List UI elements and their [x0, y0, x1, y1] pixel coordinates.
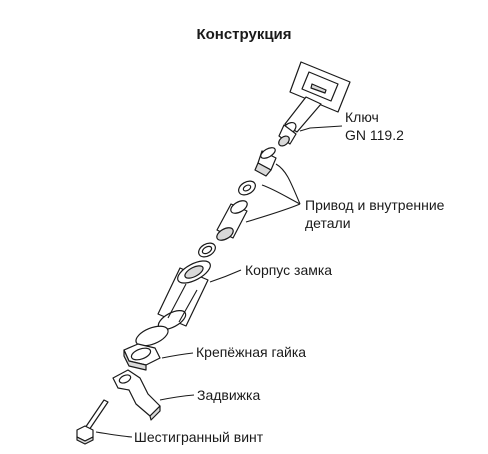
leader-screw	[95, 431, 133, 438]
diagram-title: Конструкция	[196, 26, 292, 43]
label-nut: Крепёжная гайка	[196, 344, 307, 360]
label-drive-line1: Привод и внутренние	[305, 197, 445, 213]
label-key-model: GN 119.2	[345, 127, 404, 143]
leader-housing	[209, 269, 242, 283]
seal-ring	[135, 325, 169, 347]
latch-part	[112, 369, 161, 421]
housing-part	[157, 260, 211, 330]
label-latch: Задвижка	[197, 387, 261, 403]
leader-drive-top	[275, 163, 301, 205]
nut-part	[123, 343, 161, 371]
label-housing: Корпус замка	[245, 262, 333, 278]
screw-part	[76, 399, 109, 445]
leader-nut	[161, 352, 194, 359]
leader-key	[299, 125, 343, 132]
label-screw: Шестигранный винт	[134, 429, 264, 445]
leader-drive-low	[245, 203, 301, 223]
drive-parts	[198, 147, 277, 258]
leader-latch	[159, 394, 195, 401]
leader-drive-mid	[261, 184, 301, 205]
label-key-name: Ключ	[345, 109, 379, 125]
key-part	[278, 61, 351, 147]
label-drive-line2: детали	[305, 215, 351, 231]
